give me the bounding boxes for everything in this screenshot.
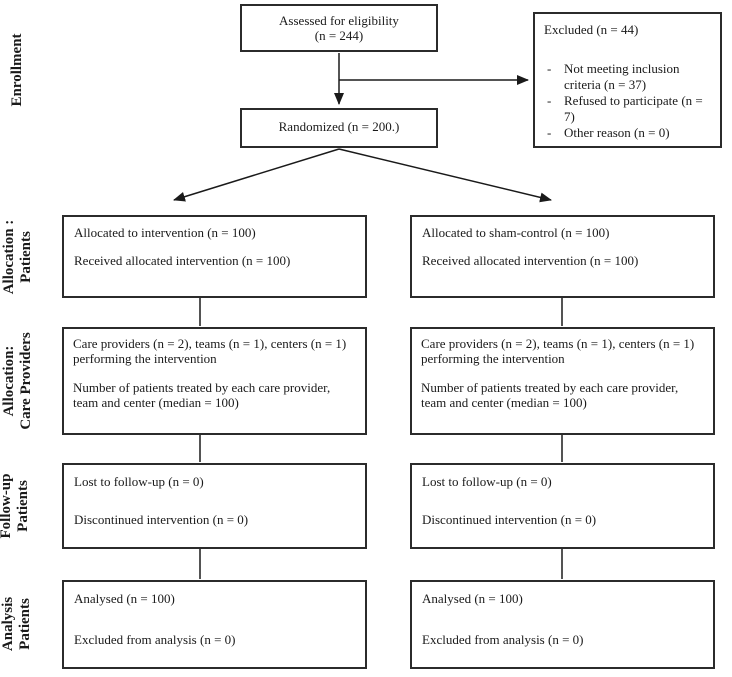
stage-label-text: Patients — [17, 598, 33, 650]
excluded-reason-text: Not meeting inclusion criteria (n = 37) — [564, 61, 680, 92]
bullet-dash: - — [547, 125, 552, 140]
randomized-box: Randomized (n = 200.) — [240, 108, 438, 148]
stage-label-allocation-patients: Allocation : Patients — [1, 197, 35, 317]
analysis-right-box: Analysed (n = 100) Excluded from analysi… — [410, 580, 715, 669]
box-text-line: Number of patients treated by each care … — [73, 380, 331, 410]
box-text-line: Analysed (n = 100) — [422, 591, 523, 606]
followup-left-box: Lost to follow-up (n = 0) Discontinued i… — [62, 463, 367, 549]
stage-label-text: Analysis — [0, 596, 16, 652]
stage-label-text: Care Providers — [18, 332, 34, 430]
stage-label-allocation-care-providers: Allocation: Care Providers — [1, 314, 35, 448]
excluded-reason-item: - Not meeting inclusion criteria (n = 37… — [544, 61, 714, 93]
stage-label-text: Allocation : — [1, 219, 17, 295]
box-text-line: Discontinued intervention (n = 0) — [422, 512, 597, 527]
bullet-dash: - — [547, 61, 552, 76]
box-text-line: Received allocated intervention (n = 100… — [74, 253, 291, 268]
care-providers-right-box: Care providers (n = 2), teams (n = 1), c… — [410, 327, 715, 435]
box-text-line: Assessed for eligibility — [279, 13, 399, 28]
excluded-box: Excluded (n = 44) - Not meeting inclusio… — [533, 12, 722, 148]
box-text-line: Lost to follow-up (n = 0) — [422, 474, 552, 489]
allocation-intervention-box: Allocated to intervention (n = 100) Rece… — [62, 215, 367, 298]
care-providers-left-box: Care providers (n = 2), teams (n = 1), c… — [62, 327, 367, 435]
excluded-reason-text: Refused to participate (n = 7) — [564, 93, 703, 124]
box-text-line: Excluded from analysis (n = 0) — [74, 632, 236, 647]
stage-label-text: Allocation: — [1, 345, 17, 417]
stage-label-text: Enrollment — [9, 33, 25, 107]
box-text-line: Analysed (n = 100) — [74, 591, 175, 606]
stage-label-text: Patients — [15, 480, 31, 532]
assessed-eligibility-box: Assessed for eligibility (n = 244) — [240, 4, 438, 52]
box-text-line: Number of patients treated by each care … — [421, 380, 679, 410]
box-text-line: Care providers (n = 2), teams (n = 1), c… — [73, 336, 347, 366]
box-text-line: Excluded from analysis (n = 0) — [422, 632, 584, 647]
excluded-reason-list: - Not meeting inclusion criteria (n = 37… — [544, 61, 714, 141]
stage-label-followup-patients: Follow-up Patients — [0, 451, 32, 561]
stage-label-enrollment: Enrollment — [9, 10, 27, 130]
excluded-reason-item: - Other reason (n = 0) — [544, 125, 714, 141]
excluded-reason-item: - Refused to participate (n = 7) — [544, 93, 714, 125]
analysis-left-box: Analysed (n = 100) Excluded from analysi… — [62, 580, 367, 669]
box-text-line: Randomized (n = 200.) — [278, 119, 400, 134]
box-text-line: (n = 244) — [314, 28, 364, 43]
excluded-reason-text: Other reason (n = 0) — [564, 125, 670, 140]
box-text-line: Received allocated intervention (n = 100… — [422, 253, 639, 268]
stage-label-text: Follow-up — [0, 473, 14, 539]
stage-label-text: Patients — [18, 231, 34, 283]
box-text-line: Allocated to sham-control (n = 100) — [422, 225, 610, 240]
allocation-sham-control-box: Allocated to sham-control (n = 100) Rece… — [410, 215, 715, 298]
followup-right-box: Lost to follow-up (n = 0) Discontinued i… — [410, 463, 715, 549]
box-text-line: Discontinued intervention (n = 0) — [74, 512, 249, 527]
box-text-line: Allocated to intervention (n = 100) — [74, 225, 256, 240]
box-text-line: Lost to follow-up (n = 0) — [74, 474, 204, 489]
bullet-dash: - — [547, 93, 552, 108]
excluded-title: Excluded (n = 44) — [544, 22, 639, 37]
stage-label-analysis-patients: Analysis Patients — [0, 569, 34, 677]
box-text-line: Care providers (n = 2), teams (n = 1), c… — [421, 336, 695, 366]
